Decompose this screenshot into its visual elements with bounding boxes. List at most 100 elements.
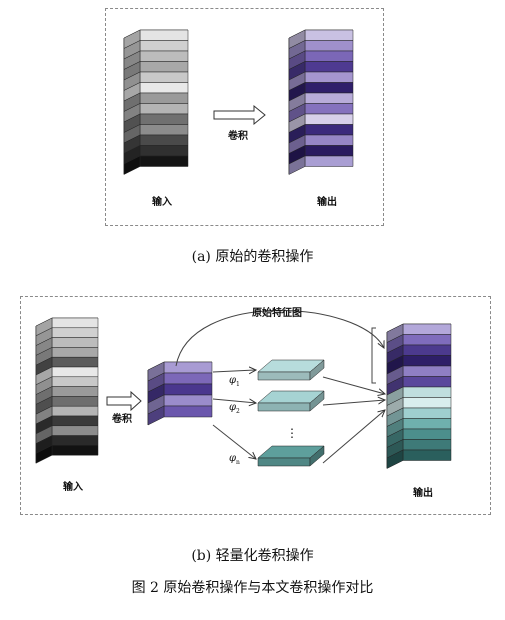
plate-1-side [309,390,325,412]
feature-layer-front-2 [163,383,213,396]
output-b-layer-front-1 [402,334,452,346]
platen-to-output-arrow [322,410,385,464]
output-a-layer-side-12 [288,155,306,175]
output-b-layer-front-2 [402,344,452,356]
output-a-layer-front-9 [304,124,354,136]
output-a-layer-front-3 [304,61,354,73]
input-b-layer-front-12 [51,435,99,446]
panel-b-input-label: 输入 [63,482,83,493]
phi1-arrow [212,370,256,372]
output-bracket [371,327,376,384]
feature-layer-front-0 [163,361,213,374]
output-b-layer-front-3 [402,355,452,367]
input-a-layer-front-9 [139,124,189,136]
input-a-layer-side-12 [123,155,141,175]
panel-b-output-stack [386,323,452,469]
output-a-layer-front-12 [304,155,354,167]
input-a-layer-front-5 [139,82,189,94]
panel-a-input-stack [123,29,189,175]
plate1-to-output-arrow [322,376,385,394]
panel-b-frame [20,296,491,515]
output-b-layer-front-7 [402,397,452,409]
input-a-layer-front-11 [139,145,189,157]
input-a-layer-front-12 [139,155,189,167]
panel-b-input-stack [35,317,99,464]
output-b-layer-front-12 [402,449,452,461]
phi-n-label: φn [229,453,240,466]
input-b-layer-front-8 [51,396,99,407]
panel-a-output-label: 输出 [317,197,337,208]
panel-b-output-label: 输出 [413,488,433,499]
output-a-layer-front-10 [304,134,354,146]
output-a-layer-front-1 [304,40,354,52]
input-a-layer-front-3 [139,61,189,73]
feature-layer-front-1 [163,372,213,385]
figure-caption: 图 2 原始卷积操作与本文卷积操作对比 [131,580,374,596]
output-a-layer-front-5 [304,82,354,94]
input-b-layer-front-11 [51,425,99,436]
input-a-layer-front-0 [139,29,189,41]
input-b-layer-front-2 [51,337,99,348]
feature-map-label: 原始特征图 [252,308,302,319]
panel-b-conv-arrow [106,390,142,412]
output-a-layer-front-6 [304,92,354,104]
input-a-layer-front-4 [139,71,189,83]
input-b-layer-front-7 [51,386,99,397]
input-a-layer-front-2 [139,50,189,62]
feature-layer-front-4 [163,405,213,418]
vertical-ellipsis: ⋮ [286,426,298,440]
panel-b-conv-label: 卷积 [112,414,132,425]
plate2-to-output-arrow [322,400,385,406]
input-a-layer-front-7 [139,103,189,115]
output-a-layer-front-4 [304,71,354,83]
output-a-layer-front-8 [304,113,354,125]
output-b-layer-front-4 [402,365,452,377]
input-b-layer-front-6 [51,376,99,387]
input-a-layer-front-10 [139,134,189,146]
plate-0-front [257,371,311,381]
input-b-layer-side-13 [35,444,53,464]
input-b-layer-front-13 [51,445,99,456]
feature-layer-front-3 [163,394,213,407]
phi-1-label: φ1 [229,375,240,388]
output-b-layer-front-8 [402,407,452,419]
plate-0-side [309,359,325,381]
panel-a-input-label: 输入 [152,197,172,208]
output-b-layer-front-9 [402,418,452,430]
input-a-layer-front-8 [139,113,189,125]
input-b-layer-front-9 [51,405,99,417]
panel-b-caption: (b) 轻量化卷积操作 [191,548,314,564]
plate-2-side [309,445,325,467]
input-a-layer-front-1 [139,40,189,52]
phi-2-label: φ2 [229,402,240,415]
panel-a-conv-arrow [213,104,266,126]
output-b-layer-front-0 [402,323,452,335]
input-b-layer-front-4 [51,356,99,368]
input-b-layer-front-3 [51,347,99,358]
output-b-layer-front-5 [402,376,452,388]
phi2-arrow [212,399,256,403]
panel-b-cheap-feature-plates [257,359,325,467]
output-a-layer-front-0 [304,29,354,41]
input-b-layer-front-0 [51,317,99,329]
panel-a-caption: (a) 原始的卷积操作 [191,249,314,265]
feature-layer-side-4 [147,405,165,426]
panel-a-output-stack [288,29,354,175]
output-a-layer-front-2 [304,50,354,62]
input-b-layer-front-5 [51,366,99,378]
plate-1-front [257,402,311,412]
input-b-layer-front-10 [51,415,99,427]
input-a-layer-front-6 [139,92,189,104]
output-a-layer-front-11 [304,145,354,157]
panel-b-feature-stack [147,361,213,426]
output-b-layer-front-11 [402,439,452,451]
output-b-layer-front-6 [402,386,452,398]
feature-map-arc [175,310,384,367]
output-b-layer-front-10 [402,428,452,440]
output-a-layer-front-7 [304,103,354,115]
panel-a-conv-label: 卷积 [228,131,248,142]
panel-a-frame [105,8,384,226]
input-b-layer-front-1 [51,327,99,338]
plate-2-front [257,457,311,467]
